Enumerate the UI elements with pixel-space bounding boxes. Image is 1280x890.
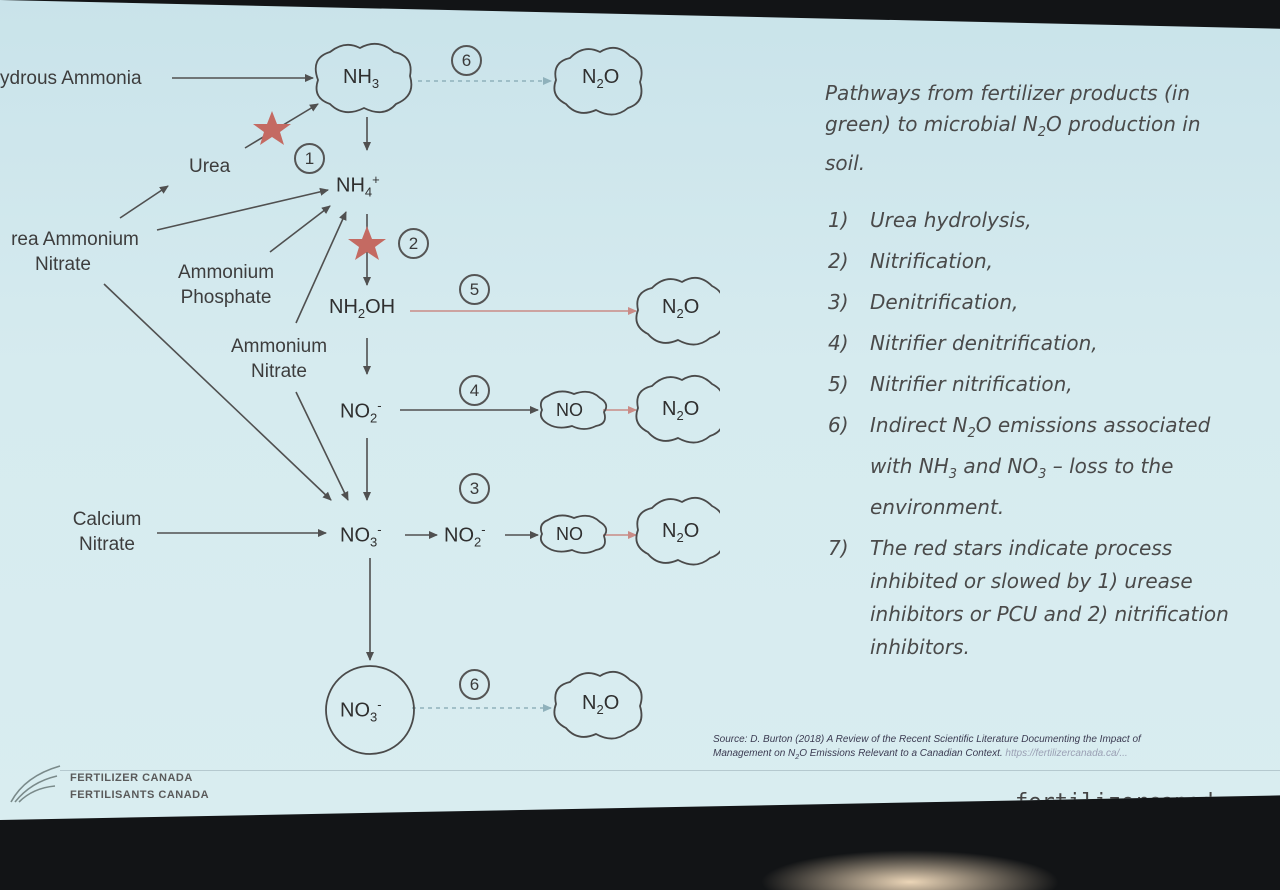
pathway-1-marker: 1 bbox=[294, 143, 325, 174]
calcium-nitrate-label: Calcium Nitrate bbox=[58, 507, 156, 557]
calcium-nitrate-line1: Calcium bbox=[72, 509, 142, 530]
pathway-3-marker: 3 bbox=[459, 473, 490, 504]
slide: ydrous Ammonia Urea rea Ammonium Nitrate… bbox=[0, 0, 1280, 820]
uan-label-line2: Nitrate bbox=[35, 254, 91, 275]
nh3-cloud bbox=[314, 42, 413, 114]
n2o-label-3: N2O bbox=[662, 520, 700, 545]
arrow-uan-urea bbox=[119, 185, 169, 219]
no2-denit-label: NO2- bbox=[444, 522, 486, 550]
anhydrous-ammonia-label: ydrous Ammonia bbox=[0, 68, 142, 89]
no-label-3: NO bbox=[556, 524, 583, 544]
n2o-cloud-4 bbox=[635, 374, 720, 444]
no-cloud-4 bbox=[539, 390, 608, 430]
caption-line2: green) to microbial N2O production in bbox=[825, 112, 1201, 140]
pathway-6-marker-bottom: 6 bbox=[459, 669, 490, 700]
nh4-label: NH4+ bbox=[336, 172, 380, 200]
caption-line1: Pathways from fertilizer products (in bbox=[825, 81, 1191, 105]
calcium-nitrate-line2: Nitrate bbox=[79, 534, 135, 555]
uan-label: rea Ammonium Nitrate bbox=[0, 227, 150, 277]
pathway-legend: 1)Urea hydrolysis, 2)Nitrification, 3)De… bbox=[828, 204, 1273, 664]
n2o-label-5: N2O bbox=[662, 296, 700, 321]
ammonium-nitrate-label: Ammonium Nitrate bbox=[218, 334, 340, 384]
no3-loss-circle bbox=[325, 665, 415, 755]
ammonium-nitrate-line2: Nitrate bbox=[251, 361, 307, 382]
arrow-amm-nit-nh4 bbox=[295, 211, 347, 324]
arrow-amm-phos-nh4 bbox=[269, 205, 331, 253]
pathway-6-marker-top: 6 bbox=[451, 45, 482, 76]
logo-text-english: FERTILIZER CANADA bbox=[70, 772, 193, 784]
n2o-cloud-5 bbox=[635, 276, 720, 346]
no-label-4: NO bbox=[556, 400, 583, 420]
pathway-4-marker: 4 bbox=[459, 375, 490, 406]
ammonium-phosphate-line1: Ammonium bbox=[177, 262, 275, 283]
urea-label: Urea bbox=[189, 156, 231, 177]
ammonium-phosphate-line2: Phosphate bbox=[180, 287, 272, 308]
uan-label-line1: rea Ammonium bbox=[11, 229, 139, 250]
ammonium-phosphate-label: Ammonium Phosphate bbox=[165, 260, 287, 310]
source-line1: Source: D. Burton (2018) A Review of the… bbox=[713, 734, 1141, 745]
nh3-label: NH3 bbox=[343, 66, 380, 91]
footer-divider bbox=[60, 770, 1280, 771]
legend-item-7: 7) The red stars indicate process inhibi… bbox=[828, 536, 1229, 659]
urease-inhibition-star bbox=[253, 111, 291, 145]
source-citation: Source: D. Burton (2018) A Review of the… bbox=[713, 733, 1280, 765]
source-link[interactable]: https://fertilizercanada.ca/... bbox=[1002, 748, 1128, 759]
n2o-cloud-top bbox=[553, 46, 643, 116]
n2o-label-top: N2O bbox=[582, 66, 620, 91]
audience-head-glow bbox=[760, 850, 1060, 890]
pathway-diagram bbox=[103, 42, 720, 755]
nitrification-inhibition-star bbox=[348, 226, 386, 260]
legend-item-3: 3)Denitrification, bbox=[828, 290, 1019, 314]
no-cloud-3 bbox=[539, 514, 608, 554]
source-line2: Management on N2O Emissions Relevant to … bbox=[713, 748, 1128, 761]
legend-item-6: 6) Indirect N2O emissions associated wit… bbox=[828, 413, 1211, 519]
legend-item-2: 2)Nitrification, bbox=[828, 249, 993, 273]
arrow-amm-nit-no3 bbox=[295, 391, 349, 501]
arrow-uan-nh4 bbox=[156, 187, 329, 231]
logo-text-french: FERTILISANTS CANADA bbox=[70, 789, 210, 801]
n2o-cloud-bottom bbox=[553, 670, 643, 740]
ammonium-nitrate-line1: Ammonium bbox=[230, 336, 328, 357]
legend-item-4: 4)Nitrifier denitrification, bbox=[828, 331, 1098, 355]
no3-loss-label: NO3- bbox=[340, 697, 382, 725]
no2-label: NO2- bbox=[340, 398, 382, 426]
pathway-5-marker: 5 bbox=[459, 274, 490, 305]
n2o-cloud-3 bbox=[635, 496, 720, 566]
legend-item-1: 1)Urea hydrolysis, bbox=[828, 208, 1032, 232]
arrow-uan-no3 bbox=[103, 283, 332, 501]
legend-item-5: 5)Nitrifier nitrification, bbox=[828, 372, 1073, 396]
n2o-label-bottom: N2O bbox=[582, 692, 620, 717]
nh2oh-label: NH2OH bbox=[329, 296, 396, 321]
fertilizer-canada-logo-icon bbox=[10, 765, 61, 803]
no3-label: NO3- bbox=[340, 522, 382, 550]
pathway-2-marker: 2 bbox=[398, 228, 429, 259]
caption-line3: soil. bbox=[825, 151, 866, 175]
slide-caption: Pathways from fertilizer products (in gr… bbox=[825, 78, 1245, 179]
website-url[interactable]: fertilizercanada.ca bbox=[1015, 790, 1267, 815]
n2o-label-4: N2O bbox=[662, 398, 700, 423]
